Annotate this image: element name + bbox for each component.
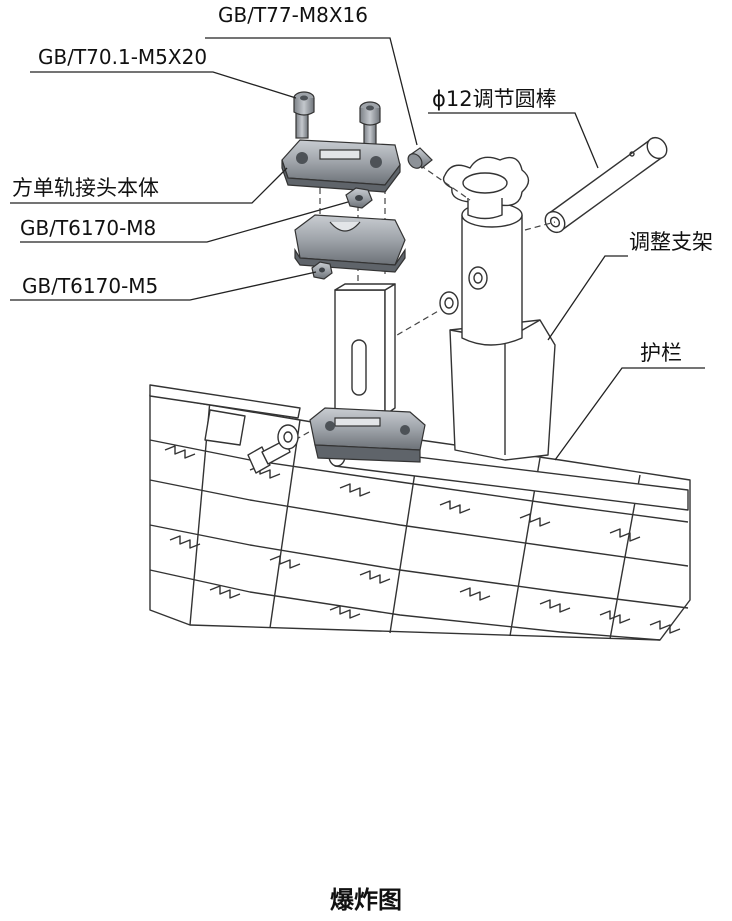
side-bolt-and-washer [247,424,299,474]
label-square-rail-joint-body: 方单轨接头本体 [12,176,159,200]
label-nut-m8: GB/T6170-M8 [20,216,157,240]
label-guardrail: 护栏 [640,341,682,365]
figure-caption: 爆炸图 [330,886,402,914]
nut-m5 [311,261,333,280]
label-set-screw-m8x16: GB/T77-M8X16 [218,3,368,27]
label-socket-screw-m5x20: GB/T70.1-M5X20 [38,45,208,69]
slotted-plate [334,283,396,416]
bottom-clamp [309,407,426,463]
socket-head-screws [293,91,381,149]
middle-clamp-block [294,214,406,273]
square-rail-joint-body [281,139,401,193]
label-adjustment-rod: ϕ12调节圆棒 [432,87,557,111]
nut-m8 [345,187,373,209]
adjustment-rod [544,136,668,234]
label-adjustment-bracket: 调整支架 [629,230,713,254]
adjustment-bracket [439,156,556,461]
leader-lines [10,37,705,461]
set-screw [407,147,433,169]
label-nut-m5: GB/T6170-M5 [22,274,159,298]
